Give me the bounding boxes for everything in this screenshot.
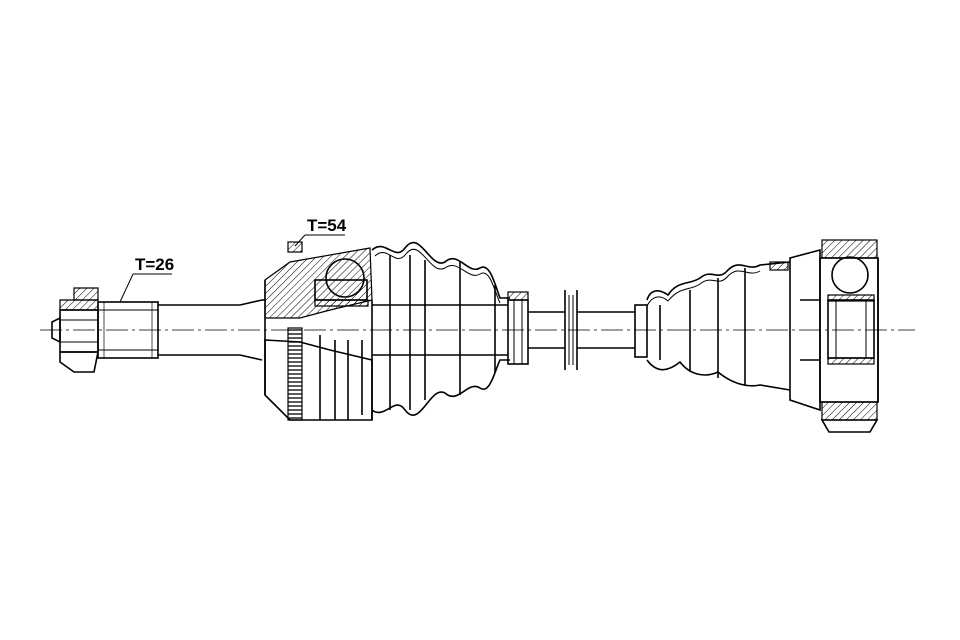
- cv-ball: [325, 258, 365, 298]
- threaded-stub: [97, 301, 159, 359]
- tripod-roller: [831, 256, 869, 294]
- axle-nut: [51, 287, 99, 373]
- abs-ring: [287, 327, 303, 421]
- thread-label-right-text: T=54: [307, 216, 347, 235]
- main-shaft: [528, 290, 635, 370]
- stub-shaft: [158, 299, 263, 361]
- thread-label-right: T=54: [294, 216, 347, 247]
- thread-label-left-text: T=26: [135, 255, 174, 274]
- inner-boot: [634, 261, 791, 391]
- outer-boot-clamp: [507, 291, 529, 365]
- thread-label-left: T=26: [119, 255, 174, 303]
- inner-cv-joint: [789, 239, 879, 433]
- outer-boot: [371, 241, 510, 416]
- outer-cv-joint: [264, 241, 373, 421]
